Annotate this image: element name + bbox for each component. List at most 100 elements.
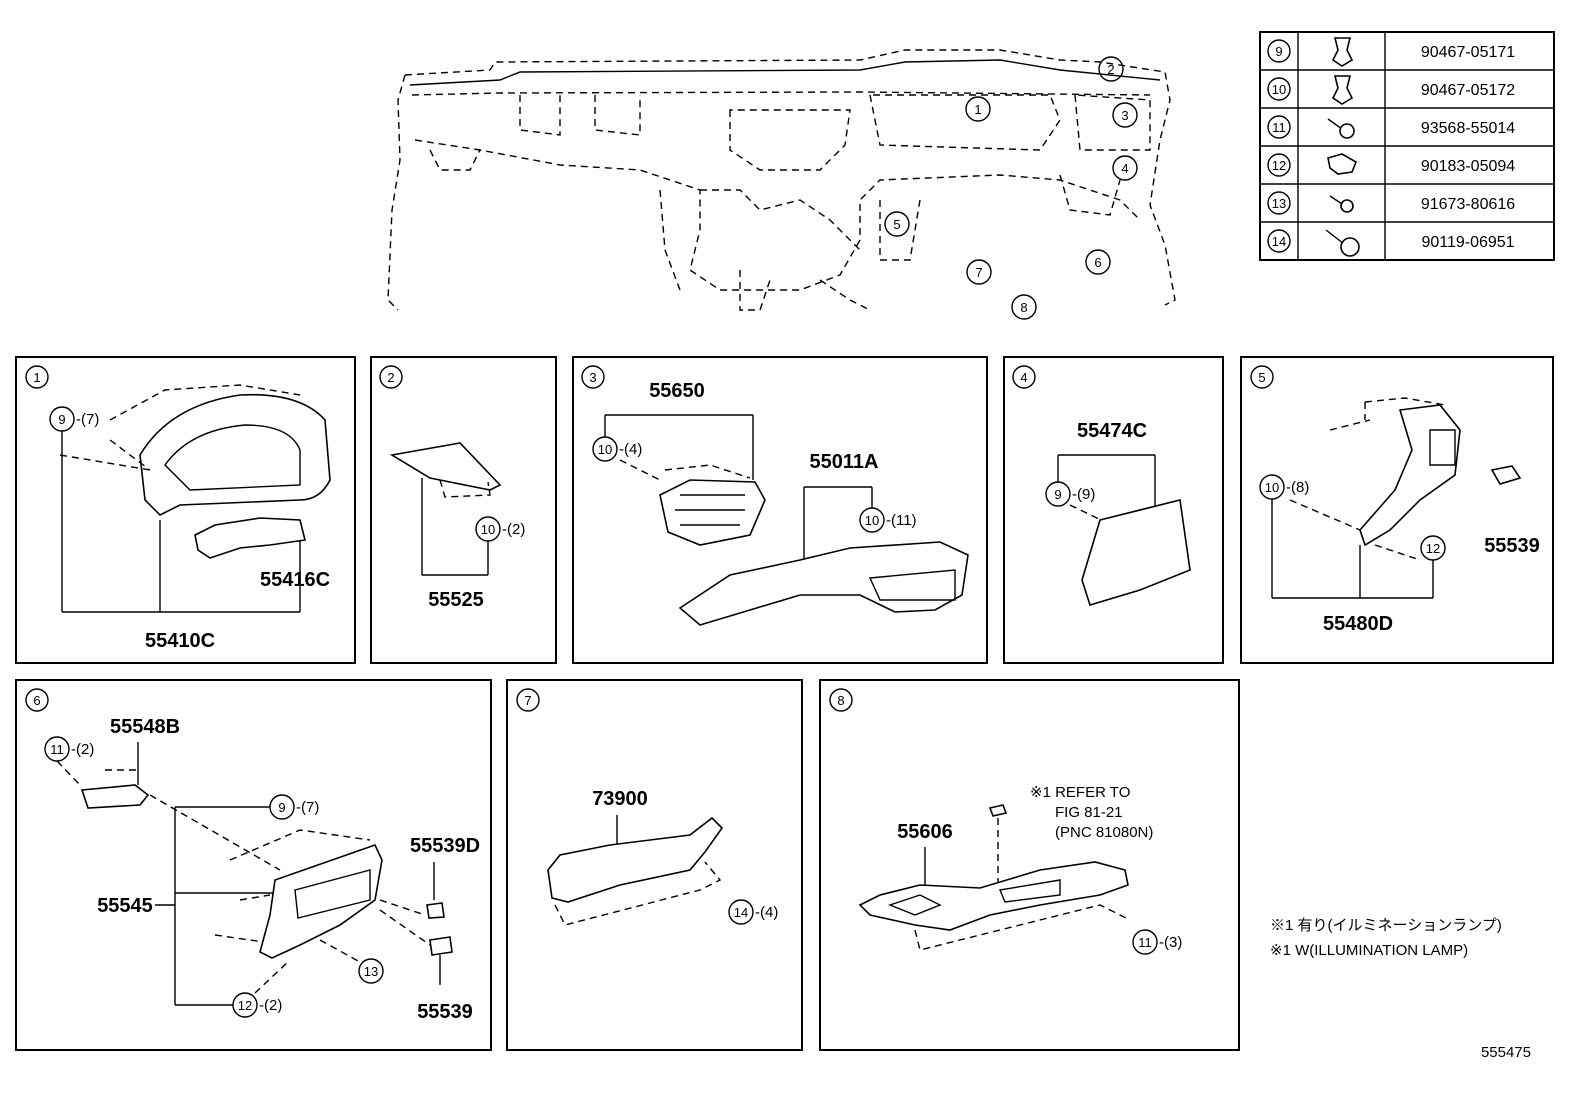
lower-center-panel-part: [259, 844, 383, 959]
svg-text:3: 3: [1121, 108, 1128, 123]
panel-8: 8 ※1 REFER TO FIG 81-21 (PNC 81080N) 556…: [819, 679, 1240, 1051]
svg-text:13: 13: [364, 964, 378, 979]
svg-text:90183-05094: 90183-05094: [1421, 158, 1515, 175]
small-switch-part: [80, 784, 150, 809]
combination-meter-hood: [139, 393, 331, 516]
svg-text:55539: 55539: [417, 1001, 473, 1023]
switch-part: [1490, 465, 1522, 485]
table-row: 13 91673-80616: [1267, 191, 1515, 215]
register-vent-part: [659, 479, 766, 546]
panel-1: 1 9 -(7) 55416C 55410C: [15, 356, 356, 664]
svg-text:-(4): -(4): [619, 441, 642, 458]
svg-text:55480D: 55480D: [1323, 613, 1393, 635]
svg-text:3: 3: [589, 370, 596, 385]
svg-text:-(4): -(4): [755, 904, 778, 921]
svg-text:5: 5: [893, 217, 900, 232]
svg-text:9: 9: [278, 800, 285, 815]
svg-text:5: 5: [1258, 370, 1265, 385]
table-row: 11 93568-55014: [1267, 115, 1515, 139]
svg-text:※1 有り(イルミネーションランプ): ※1 有り(イルミネーションランプ): [1270, 917, 1502, 934]
svg-text:55545: 55545: [97, 895, 153, 917]
svg-text:8: 8: [1020, 300, 1027, 315]
meter-cover-part: [194, 517, 306, 559]
svg-text:55548B: 55548B: [110, 716, 180, 738]
svg-text:55539D: 55539D: [410, 835, 480, 857]
svg-text:7: 7: [524, 693, 531, 708]
svg-text:13: 13: [1272, 196, 1286, 211]
svg-text:※1 REFER TO: ※1 REFER TO: [1030, 784, 1130, 801]
svg-text:-(7): -(7): [76, 411, 99, 428]
table-row: 10 90467-05172: [1267, 75, 1515, 105]
callout-1: 1: [965, 96, 991, 122]
svg-text:2: 2: [387, 370, 394, 385]
panel-7: 7 73900 14 -(4): [506, 679, 803, 1051]
svg-text:55650: 55650: [649, 380, 705, 402]
footnotes: ※1 有り(イルミネーションランプ) ※1 W(ILLUMINATION LAM…: [1270, 917, 1502, 959]
under-cover-part: [858, 861, 1129, 931]
callout-7: 7: [966, 259, 992, 285]
svg-text:-(3): -(3): [1159, 934, 1182, 951]
svg-text:55416C: 55416C: [260, 569, 330, 591]
svg-text:55606: 55606: [897, 821, 953, 843]
clip-icon: [1331, 75, 1354, 105]
svg-text:55410C: 55410C: [145, 630, 215, 652]
svg-text:93568-55014: 93568-55014: [1421, 120, 1515, 137]
svg-text:-(9): -(9): [1072, 486, 1095, 503]
table-row: 9 90467-05171: [1267, 37, 1515, 67]
svg-text:-(2): -(2): [502, 521, 525, 538]
svg-text:11: 11: [1138, 935, 1152, 950]
svg-text:-(7): -(7): [296, 799, 319, 816]
svg-text:2: 2: [1107, 62, 1114, 77]
svg-text:6: 6: [1094, 255, 1101, 270]
callout-8: 8: [1011, 294, 1037, 320]
svg-text:11: 11: [1272, 120, 1286, 135]
svg-text:7: 7: [975, 265, 982, 280]
callout-4: 4: [1112, 155, 1138, 181]
svg-text:91673-80616: 91673-80616: [1421, 196, 1515, 213]
svg-text:6: 6: [33, 693, 40, 708]
center-cluster-part: [678, 541, 969, 626]
switch-part: [429, 936, 453, 956]
svg-text:1: 1: [974, 102, 981, 117]
svg-text:14: 14: [734, 905, 748, 920]
svg-text:90467-05171: 90467-05171: [1421, 44, 1515, 61]
svg-text:10: 10: [1272, 82, 1286, 97]
svg-text:55525: 55525: [428, 589, 484, 611]
svg-text:FIG 81-21: FIG 81-21: [1055, 804, 1123, 821]
svg-text:8: 8: [837, 693, 844, 708]
callout-2: 2: [1098, 56, 1124, 82]
svg-text:9: 9: [58, 412, 65, 427]
svg-text:(PNC 81080N): (PNC 81080N): [1055, 824, 1153, 841]
figure-number: 555475: [1481, 1044, 1531, 1061]
panel-5: 5 55539 10 -(8) 12 55480D: [1240, 356, 1554, 664]
switch-bezel-part: [1359, 404, 1461, 547]
svg-text:55539: 55539: [1484, 535, 1540, 557]
lamp-part: [988, 804, 1008, 817]
callout-6: 6: [1085, 249, 1111, 275]
table-row: 12 90183-05094: [1267, 153, 1515, 177]
svg-text:※1 W(ILLUMINATION LAMP): ※1 W(ILLUMINATION LAMP): [1270, 942, 1468, 959]
svg-text:9: 9: [1054, 487, 1061, 502]
svg-text:9: 9: [1275, 44, 1282, 59]
svg-text:90467-05172: 90467-05172: [1421, 82, 1515, 99]
panel-2: 2 10 -(2) 55525: [370, 356, 557, 664]
overview-callouts: 1 2 3 4 5 6 7 8: [884, 56, 1138, 320]
panel-3: 3 55650 10 -(4) 55011A 10 -(11): [572, 356, 988, 664]
svg-text:-(2): -(2): [259, 997, 282, 1014]
dashboard-overview: [387, 49, 1176, 311]
svg-text:1: 1: [33, 370, 40, 385]
svg-text:12: 12: [1272, 158, 1286, 173]
svg-text:12: 12: [238, 998, 252, 1013]
panel-6: 6 55548B 11 -(2) 9 -(7) 55545 55539D 555…: [15, 679, 492, 1051]
lower-panel-part: [389, 442, 502, 491]
svg-text:55011A: 55011A: [810, 451, 879, 473]
side-panel-part: [1081, 499, 1191, 606]
screw-icon: [1327, 118, 1355, 139]
svg-text:12: 12: [1426, 541, 1440, 556]
screw-icon: [1329, 195, 1354, 213]
svg-text:73900: 73900: [592, 788, 648, 810]
svg-text:11: 11: [50, 742, 64, 757]
svg-text:14: 14: [1272, 234, 1286, 249]
svg-text:10: 10: [1265, 480, 1279, 495]
glove-box-part: [547, 816, 724, 903]
